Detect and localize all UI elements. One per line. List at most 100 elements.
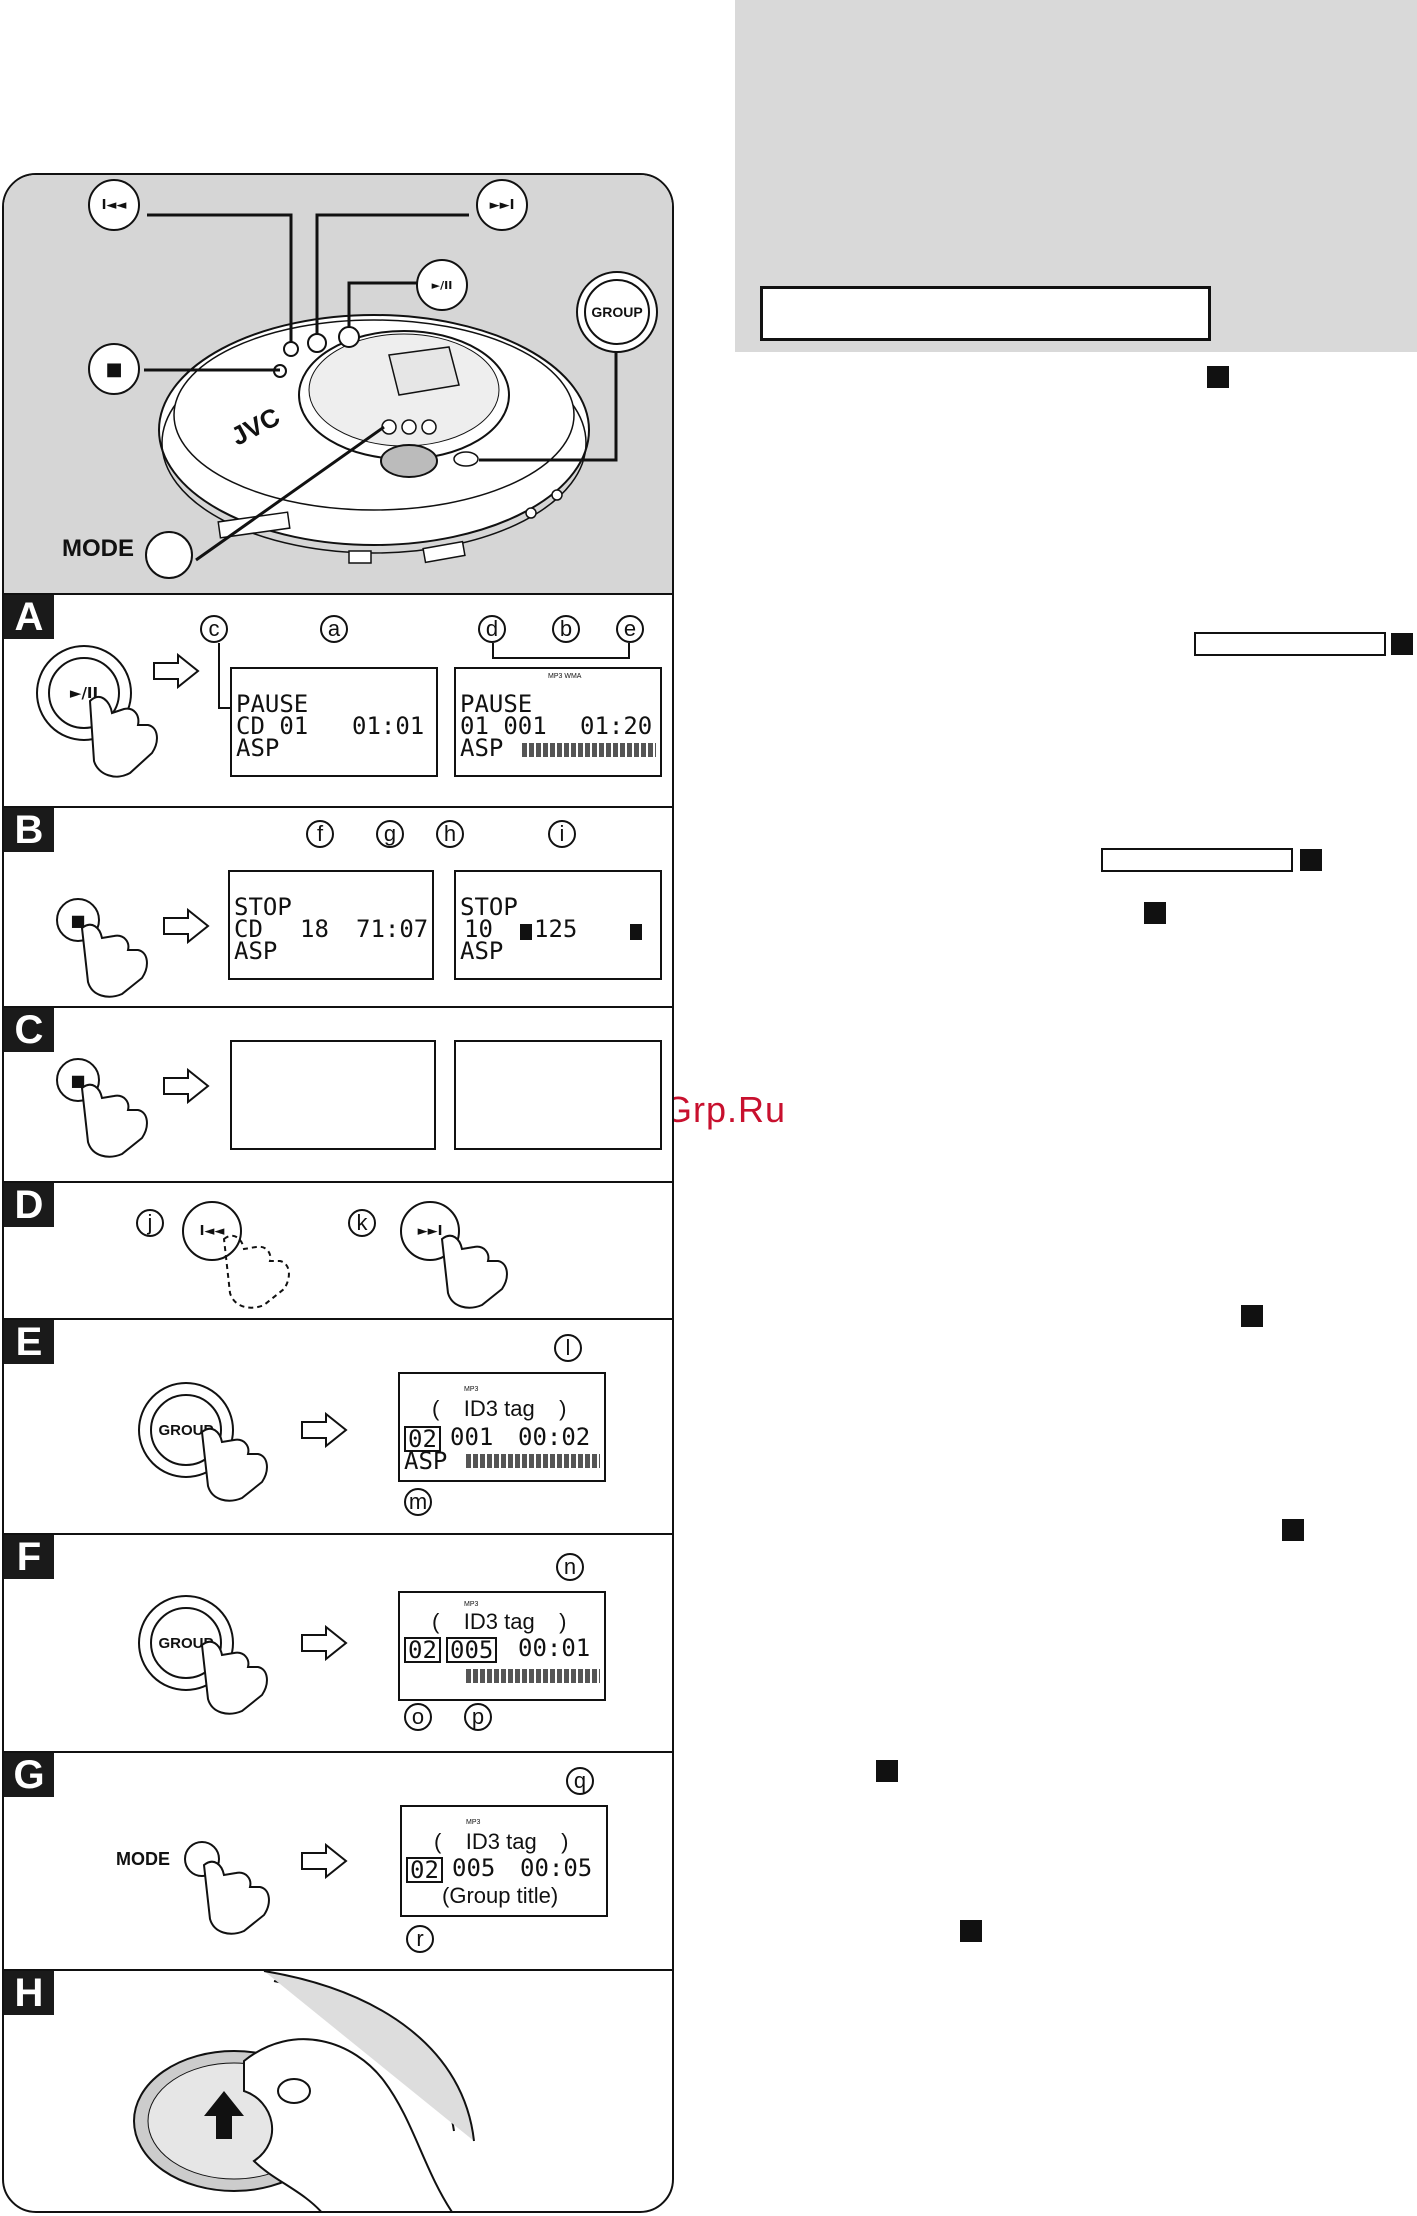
- bullet-square: [1207, 366, 1229, 388]
- section-letter: E: [4, 1320, 54, 1364]
- lcd-display-mp3-stop: STOP 10 125 ASP: [454, 870, 662, 980]
- stop-button-callout[interactable]: ■: [88, 343, 140, 395]
- level-meter: [466, 1454, 600, 1468]
- hand-press-icon: [80, 923, 148, 998]
- section-e: E GROUP l MP3 ( ID3 tag ) 02 001 00:02 A…: [4, 1320, 672, 1535]
- lcd-display-cd-stop: STOP CD 18 71:07 ASP: [228, 870, 434, 980]
- hand-press-hold-icon: [222, 1234, 290, 1309]
- hand-press-icon: [80, 1083, 148, 1158]
- blinking-time: 01:20: [580, 712, 653, 740]
- bullet-square: [1282, 1519, 1304, 1541]
- next-icon: ►►I: [489, 197, 515, 213]
- header-title-box: [760, 286, 1211, 341]
- blinking-time: 01:01: [352, 712, 425, 740]
- group-label: GROUP: [591, 304, 643, 320]
- hand-press-icon: [440, 1234, 508, 1309]
- callout-h: h: [436, 820, 464, 848]
- section-b: B ■ f g h i STOP CD 18 71:07 ASP STOP 10…: [4, 808, 672, 1008]
- stop-icon: ■: [105, 358, 123, 380]
- group-title: (Group title): [442, 1883, 559, 1908]
- callout-e: e: [616, 615, 644, 643]
- callout-b: b: [552, 615, 580, 643]
- prev-button[interactable]: I◄◄: [182, 1201, 242, 1261]
- cd-player-drawing: JVC: [144, 213, 618, 564]
- callout-a: a: [320, 615, 348, 643]
- callout-g: g: [376, 820, 404, 848]
- bullet-square: [1391, 633, 1413, 655]
- section-h: H: [4, 1971, 672, 2211]
- stop-button[interactable]: ■: [56, 898, 100, 942]
- arrow-up-icon: [204, 2091, 244, 2139]
- level-meter: [522, 743, 656, 757]
- hand-press-icon: [88, 695, 158, 778]
- section-letter: C: [4, 1008, 54, 1052]
- callout-o: o: [404, 1703, 432, 1731]
- callout-q: q: [566, 1767, 594, 1795]
- callout-p: p: [464, 1703, 492, 1731]
- section-letter: D: [4, 1183, 54, 1227]
- arrow-right-icon: [301, 1843, 348, 1879]
- arrow-right-icon: [153, 653, 200, 689]
- bullet-square: [1300, 849, 1322, 871]
- play-pause-icon: ►/II: [69, 684, 99, 702]
- bullet-square: [1241, 1305, 1263, 1327]
- file-icon: [630, 924, 642, 940]
- callout-c: c: [200, 615, 228, 643]
- stop-icon: ■: [70, 1070, 86, 1090]
- mode-label: MODE: [62, 535, 134, 562]
- arrow-right-icon: [163, 908, 210, 944]
- level-meter: [466, 1669, 600, 1683]
- stop-icon: ■: [70, 910, 86, 930]
- arrow-right-icon: [301, 1625, 348, 1661]
- play-pause-icon: ►/II: [431, 278, 453, 292]
- callout-d: d: [478, 615, 506, 643]
- lcd-display-cd-pause: PAUSE CD 01 01:01 ASP: [230, 667, 438, 777]
- device-illustration: JVC I◄◄ ►►I ►/II ■: [4, 175, 672, 595]
- callout-m: m: [404, 1488, 432, 1516]
- section-letter: G: [4, 1753, 54, 1797]
- play-pause-button[interactable]: ►/II: [36, 645, 132, 741]
- lcd-display-blank: [230, 1040, 436, 1150]
- prev-button-callout[interactable]: I◄◄: [88, 179, 140, 231]
- prev-icon: I◄◄: [101, 197, 127, 213]
- lcd-display-mp3-pause: MP3 WMA PAUSE 01 001 01:20 ASP: [454, 667, 662, 777]
- instruction-panel: JVC I◄◄ ►►I ►/II ■: [2, 173, 674, 2213]
- section-letter: B: [4, 808, 54, 852]
- callout-leader: [492, 643, 630, 659]
- bullet-square: [1144, 902, 1166, 924]
- lcd-display-mp3-mode: MP3 ( ID3 tag ) 02 005 00:05 (Group titl…: [400, 1805, 608, 1917]
- next-button-callout[interactable]: ►►I: [476, 179, 528, 231]
- reference-box: [1194, 632, 1386, 656]
- lcd-display-mp3-file: MP3 ( ID3 tag ) 02 005 00:01: [398, 1591, 606, 1701]
- disc-removal-illustration: [133, 1971, 475, 2211]
- hand-press-icon: [202, 1860, 270, 1935]
- arrow-right-icon: [163, 1068, 210, 1104]
- stop-button[interactable]: ■: [56, 1058, 100, 1102]
- play-pause-button-callout[interactable]: ►/II: [416, 259, 468, 311]
- callout-f: f: [306, 820, 334, 848]
- section-a: A ►/II c a PAUSE CD 01 01:01 ASP d b e M…: [4, 595, 672, 808]
- section-g: G MODE q MP3 ( ID3 tag ) 02 005 00:05 (G…: [4, 1753, 672, 1971]
- hand-press-icon: [200, 1427, 268, 1502]
- group-number: 02: [406, 1857, 443, 1883]
- lcd-display-blank: [454, 1040, 662, 1150]
- group-number: 02: [404, 1637, 441, 1663]
- callout-leader: [218, 643, 232, 709]
- callout-n: n: [556, 1553, 584, 1581]
- bullet-square: [876, 1760, 898, 1782]
- mode-button-callout[interactable]: [145, 531, 193, 579]
- section-letter: F: [4, 1535, 54, 1579]
- callout-i: i: [548, 820, 576, 848]
- callout-r: r: [406, 1925, 434, 1953]
- group-button-callout[interactable]: GROUP: [576, 271, 658, 353]
- section-d: D j I◄◄ k ►►I: [4, 1183, 672, 1320]
- file-number: 005: [446, 1637, 498, 1663]
- hand-press-icon: [200, 1640, 268, 1715]
- mode-label: MODE: [116, 1849, 170, 1869]
- section-letter: A: [4, 595, 54, 639]
- lcd-display-mp3-group: MP3 ( ID3 tag ) 02 001 00:02 ASP: [398, 1372, 606, 1482]
- callout-l: l: [554, 1334, 582, 1362]
- callout-j: j: [136, 1209, 164, 1237]
- group-button[interactable]: GROUP: [138, 1595, 234, 1691]
- section-f: F GROUP n MP3 ( ID3 tag ) 02 005 00:01 o…: [4, 1535, 672, 1753]
